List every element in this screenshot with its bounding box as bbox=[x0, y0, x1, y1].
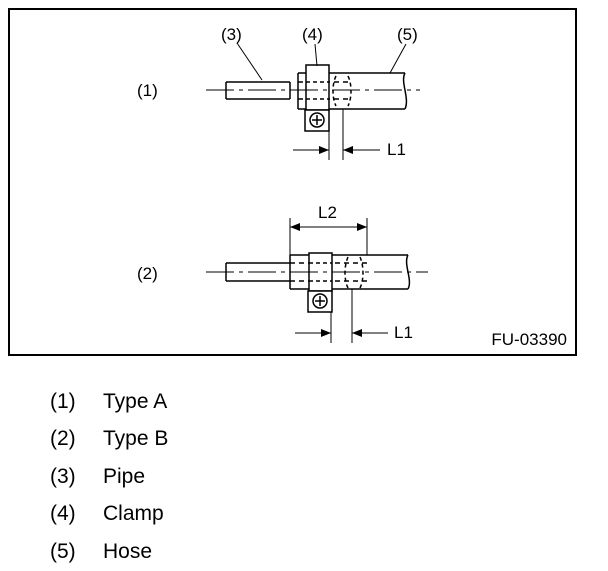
legend-label: Pipe bbox=[103, 464, 146, 488]
type-a-tag: (1) bbox=[137, 81, 158, 100]
type-a-l1-dimension bbox=[293, 109, 380, 160]
hose-callout: (5) bbox=[397, 25, 418, 44]
diagram-border bbox=[8, 8, 577, 356]
type-b-l1-label: L1 bbox=[394, 323, 413, 342]
legend-number: (2) bbox=[50, 427, 76, 451]
legend-number: (3) bbox=[50, 464, 76, 488]
type-b-clamp bbox=[307, 252, 333, 313]
pipe-leader-line bbox=[236, 42, 263, 81]
legend-label: Type B bbox=[103, 427, 169, 451]
hose-leader-line bbox=[389, 43, 407, 74]
figure-code: FU-03390 bbox=[491, 330, 567, 349]
legend-label: Type A bbox=[103, 389, 168, 413]
pipe-callout: (3) bbox=[221, 25, 242, 44]
type-a-clamp bbox=[304, 64, 330, 132]
type-b-bulge bbox=[344, 256, 364, 289]
type-b-l2-label: L2 bbox=[318, 203, 337, 222]
legend-item: (2) Type B bbox=[50, 421, 168, 459]
type-a-bulge bbox=[332, 75, 352, 107]
diagram-frame: (3) (4) (5) (1) L1 bbox=[8, 8, 577, 356]
legend-item: (1) Type A bbox=[50, 383, 168, 421]
legend-number: (5) bbox=[50, 539, 76, 563]
clamp-callout: (4) bbox=[302, 25, 323, 44]
legend-item: (4) Clamp bbox=[50, 496, 168, 534]
type-a-assembly bbox=[206, 42, 420, 160]
type-b-l2-dimension bbox=[289, 218, 368, 255]
legend-label: Clamp bbox=[103, 502, 164, 526]
clamp-leader-line bbox=[314, 43, 318, 67]
clamp-diagram: (3) (4) (5) (1) L1 bbox=[8, 8, 577, 356]
legend-number: (4) bbox=[50, 502, 76, 526]
legend-item: (3) Pipe bbox=[50, 458, 168, 496]
legend: (1) Type A (2) Type B (3) Pipe (4) Clamp… bbox=[50, 383, 168, 571]
type-a-l1-label: L1 bbox=[387, 140, 406, 159]
type-b-tag: (2) bbox=[137, 264, 158, 283]
type-b-assembly bbox=[206, 218, 428, 343]
legend-label: Hose bbox=[103, 539, 153, 563]
legend-item: (5) Hose bbox=[50, 533, 168, 571]
type-b-l1-dimension bbox=[295, 289, 388, 343]
legend-number: (1) bbox=[50, 389, 76, 413]
